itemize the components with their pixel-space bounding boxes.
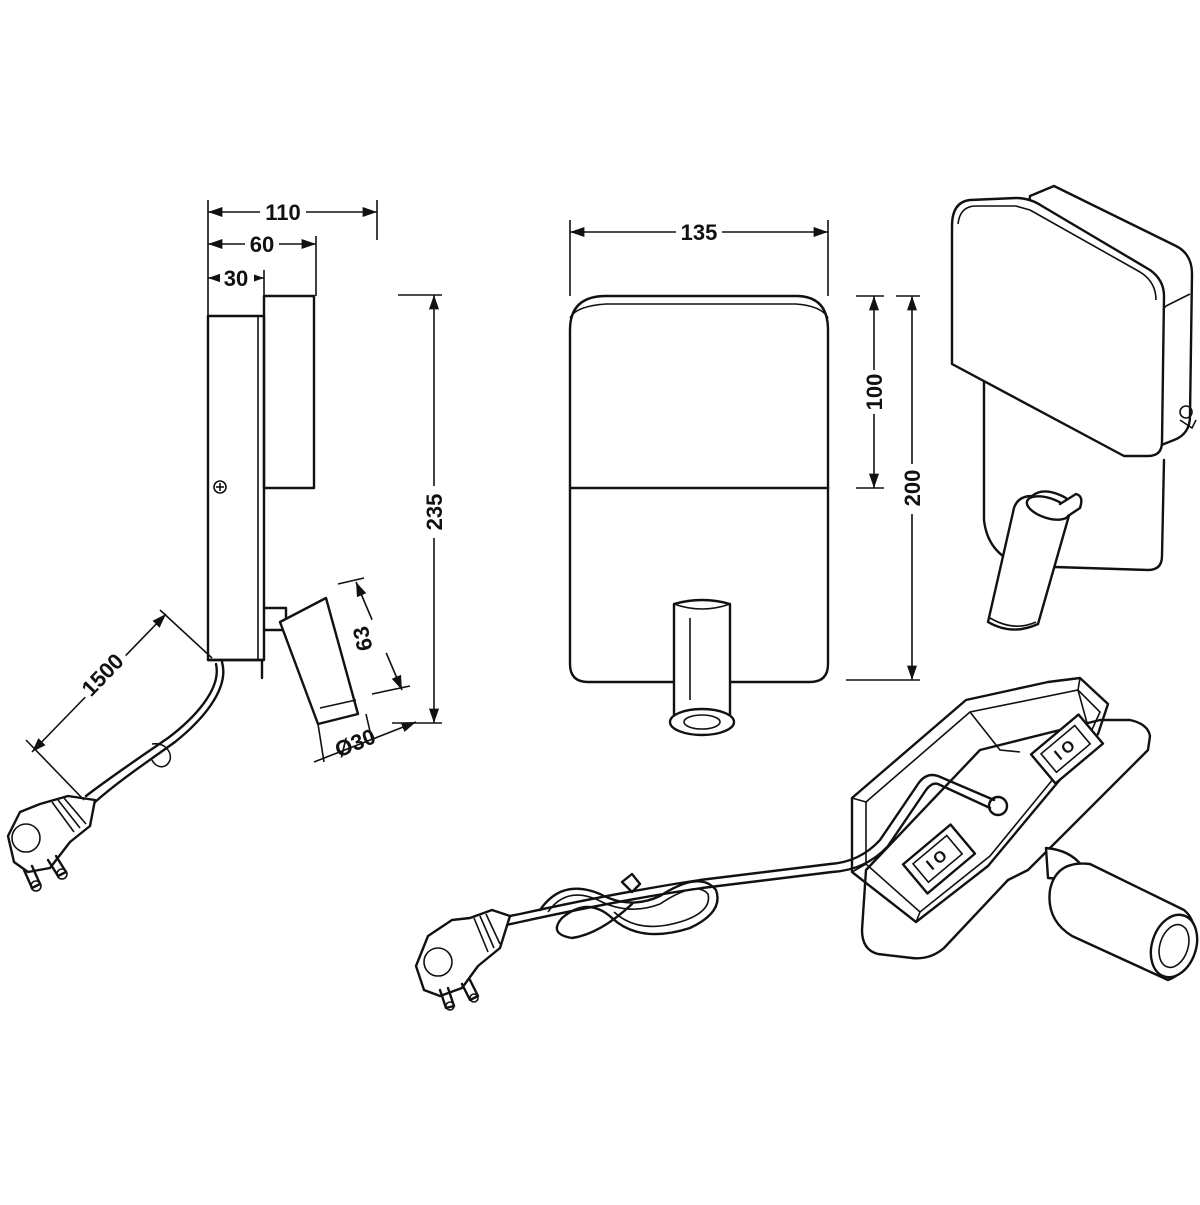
rear-switch-1-icon: I O [901, 823, 977, 895]
persp-spotlight [986, 490, 1072, 631]
front-spotlight [672, 598, 732, 722]
dim-200-label: 200 [900, 470, 925, 507]
perspective-view [950, 184, 1197, 631]
persp-switch-icon [1179, 405, 1197, 430]
dim-60-label: 60 [250, 232, 274, 257]
cable-entry [987, 795, 1009, 817]
rear-switch-2-icon: I O [1029, 713, 1105, 785]
dim-110-label: 110 [265, 200, 301, 225]
front-plate [568, 294, 830, 684]
dim-100-label: 100 [862, 374, 887, 411]
screw-icon [213, 480, 227, 494]
side-spotlight [278, 596, 360, 726]
dim-63-label: 63 [348, 624, 378, 653]
cable-coil [538, 880, 719, 940]
rear-plate [860, 718, 1152, 960]
rear-plug-icon [414, 908, 512, 1011]
rear-perspective-view: I O I O [414, 676, 1199, 1011]
rear-box [850, 676, 1110, 924]
dim-d30-label: Ø30 [331, 724, 379, 763]
dim-135-label: 135 [681, 220, 718, 245]
front-view: 135 100 200 [568, 220, 925, 737]
dim-30-label: 30 [224, 266, 248, 291]
side-cable [93, 660, 225, 804]
side-wall-plate [206, 314, 266, 662]
dim-235-label: 235 [422, 494, 447, 531]
persp-head [950, 196, 1166, 458]
side-plug-icon [6, 794, 97, 892]
side-lamp-head [262, 294, 316, 490]
rear-cable [498, 773, 996, 920]
side-view: 110 60 30 235 63 Ø30 1500 [6, 200, 447, 892]
